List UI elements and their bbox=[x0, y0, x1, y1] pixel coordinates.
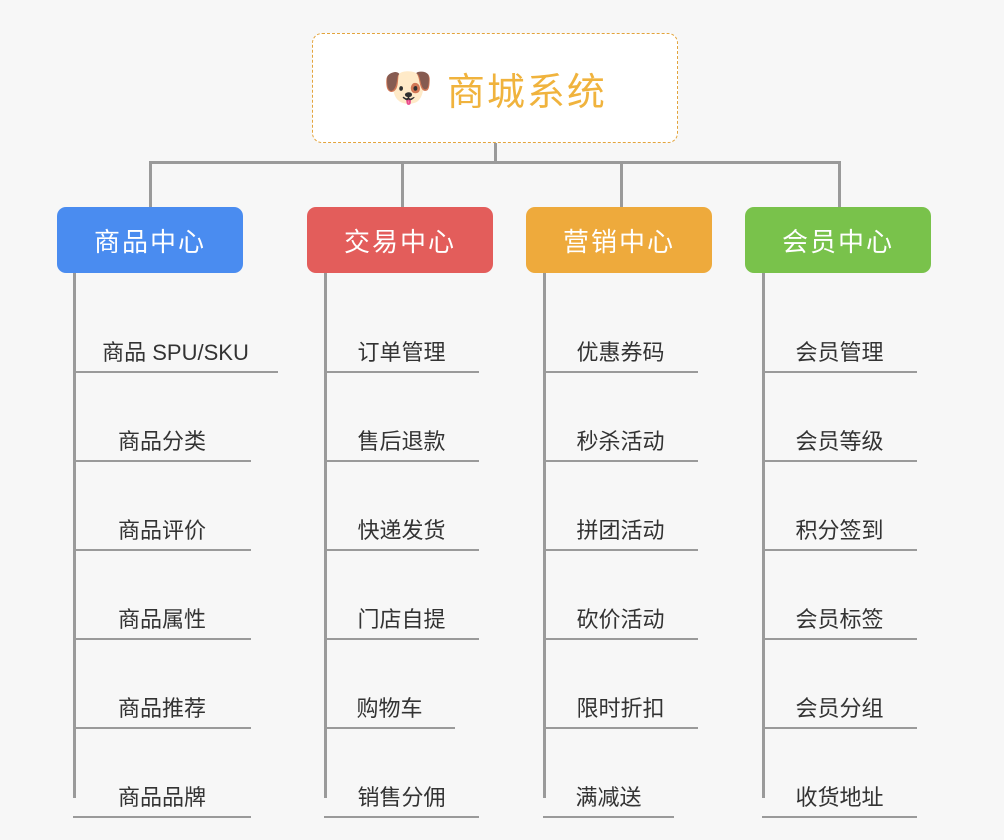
leaf-item[interactable]: 收货地址 bbox=[762, 729, 917, 818]
category-header-2[interactable]: 交易中心 bbox=[307, 207, 493, 273]
leaf-label: 会员分组 bbox=[795, 695, 884, 721]
leaf-label: 商品推荐 bbox=[117, 695, 206, 721]
leaf-item[interactable]: 商品属性 bbox=[73, 551, 251, 640]
leaf-item[interactable]: 商品 SPU/SKU bbox=[73, 284, 278, 373]
category-header-1[interactable]: 商品中心 bbox=[57, 207, 243, 273]
leaf-label: 销售分佣 bbox=[357, 784, 446, 810]
leaf-item[interactable]: 商品推荐 bbox=[73, 640, 251, 729]
leaf-item[interactable]: 优惠券码 bbox=[543, 284, 698, 373]
leaf-item[interactable]: 售后退款 bbox=[324, 373, 479, 462]
spine-3 bbox=[543, 273, 546, 798]
category-header-label: 交易中心 bbox=[343, 226, 456, 257]
leaf-item[interactable]: 商品分类 bbox=[73, 373, 251, 462]
spine-4 bbox=[762, 273, 765, 798]
root-node[interactable]: 🐶 商城系统 bbox=[312, 33, 678, 143]
leaf-item[interactable]: 购物车 bbox=[324, 640, 455, 729]
connector-drop-1 bbox=[149, 161, 152, 207]
leaf-label: 会员等级 bbox=[795, 428, 884, 454]
root-title: 商城系统 bbox=[446, 71, 607, 114]
leaf-label: 收货地址 bbox=[795, 784, 884, 810]
leaf-item[interactable]: 门店自提 bbox=[324, 551, 479, 640]
category-header-label: 会员中心 bbox=[781, 226, 894, 257]
leaf-item[interactable]: 商品评价 bbox=[73, 462, 251, 551]
leaf-label: 商品属性 bbox=[117, 606, 206, 632]
leaf-label: 快递发货 bbox=[357, 517, 446, 543]
connector-drop-3 bbox=[620, 161, 623, 207]
leaf-item[interactable]: 销售分佣 bbox=[324, 729, 479, 818]
leaf-item[interactable]: 砍价活动 bbox=[543, 551, 698, 640]
leaf-label: 商品品牌 bbox=[117, 784, 206, 810]
connector-category-bar bbox=[150, 161, 840, 164]
leaf-item[interactable]: 秒杀活动 bbox=[543, 373, 698, 462]
category-header-label: 营销中心 bbox=[562, 226, 675, 257]
connector-drop-4 bbox=[838, 161, 841, 207]
leaf-label: 商品分类 bbox=[117, 428, 206, 454]
category-header-3[interactable]: 营销中心 bbox=[526, 207, 712, 273]
leaf-label: 秒杀活动 bbox=[576, 428, 665, 454]
leaf-label: 门店自提 bbox=[357, 606, 446, 632]
leaf-item[interactable]: 限时折扣 bbox=[543, 640, 698, 729]
leaf-item[interactable]: 满减送 bbox=[543, 729, 674, 818]
leaf-label: 购物车 bbox=[356, 695, 423, 721]
leaf-label: 会员管理 bbox=[795, 339, 884, 365]
leaf-label: 订单管理 bbox=[357, 339, 446, 365]
leaf-item[interactable]: 快递发货 bbox=[324, 462, 479, 551]
leaf-label: 限时折扣 bbox=[576, 695, 665, 721]
leaf-label: 优惠券码 bbox=[576, 339, 665, 365]
spine-1 bbox=[73, 273, 76, 798]
leaf-item[interactable]: 会员标签 bbox=[762, 551, 917, 640]
category-header-label: 商品中心 bbox=[93, 226, 206, 257]
leaf-item[interactable]: 会员分组 bbox=[762, 640, 917, 729]
leaf-item[interactable]: 订单管理 bbox=[324, 284, 479, 373]
leaf-item[interactable]: 会员等级 bbox=[762, 373, 917, 462]
leaf-label: 积分签到 bbox=[795, 517, 884, 543]
leaf-label: 会员标签 bbox=[795, 606, 884, 632]
leaf-label: 砍价活动 bbox=[576, 606, 665, 632]
leaf-label: 拼团活动 bbox=[576, 517, 665, 543]
connector-drop-2 bbox=[401, 161, 404, 207]
leaf-label: 售后退款 bbox=[357, 428, 446, 454]
leaf-label: 商品 SPU/SKU bbox=[102, 339, 249, 365]
spine-2 bbox=[324, 273, 327, 798]
connector-root-stem bbox=[494, 143, 497, 164]
leaf-item[interactable]: 会员管理 bbox=[762, 284, 917, 373]
leaf-label: 满减送 bbox=[575, 784, 642, 810]
leaf-label: 商品评价 bbox=[117, 517, 206, 543]
dog-face-icon: 🐶 bbox=[383, 66, 433, 110]
leaf-item[interactable]: 商品品牌 bbox=[73, 729, 251, 818]
leaf-item[interactable]: 拼团活动 bbox=[543, 462, 698, 551]
leaf-item[interactable]: 积分签到 bbox=[762, 462, 917, 551]
category-header-4[interactable]: 会员中心 bbox=[745, 207, 931, 273]
